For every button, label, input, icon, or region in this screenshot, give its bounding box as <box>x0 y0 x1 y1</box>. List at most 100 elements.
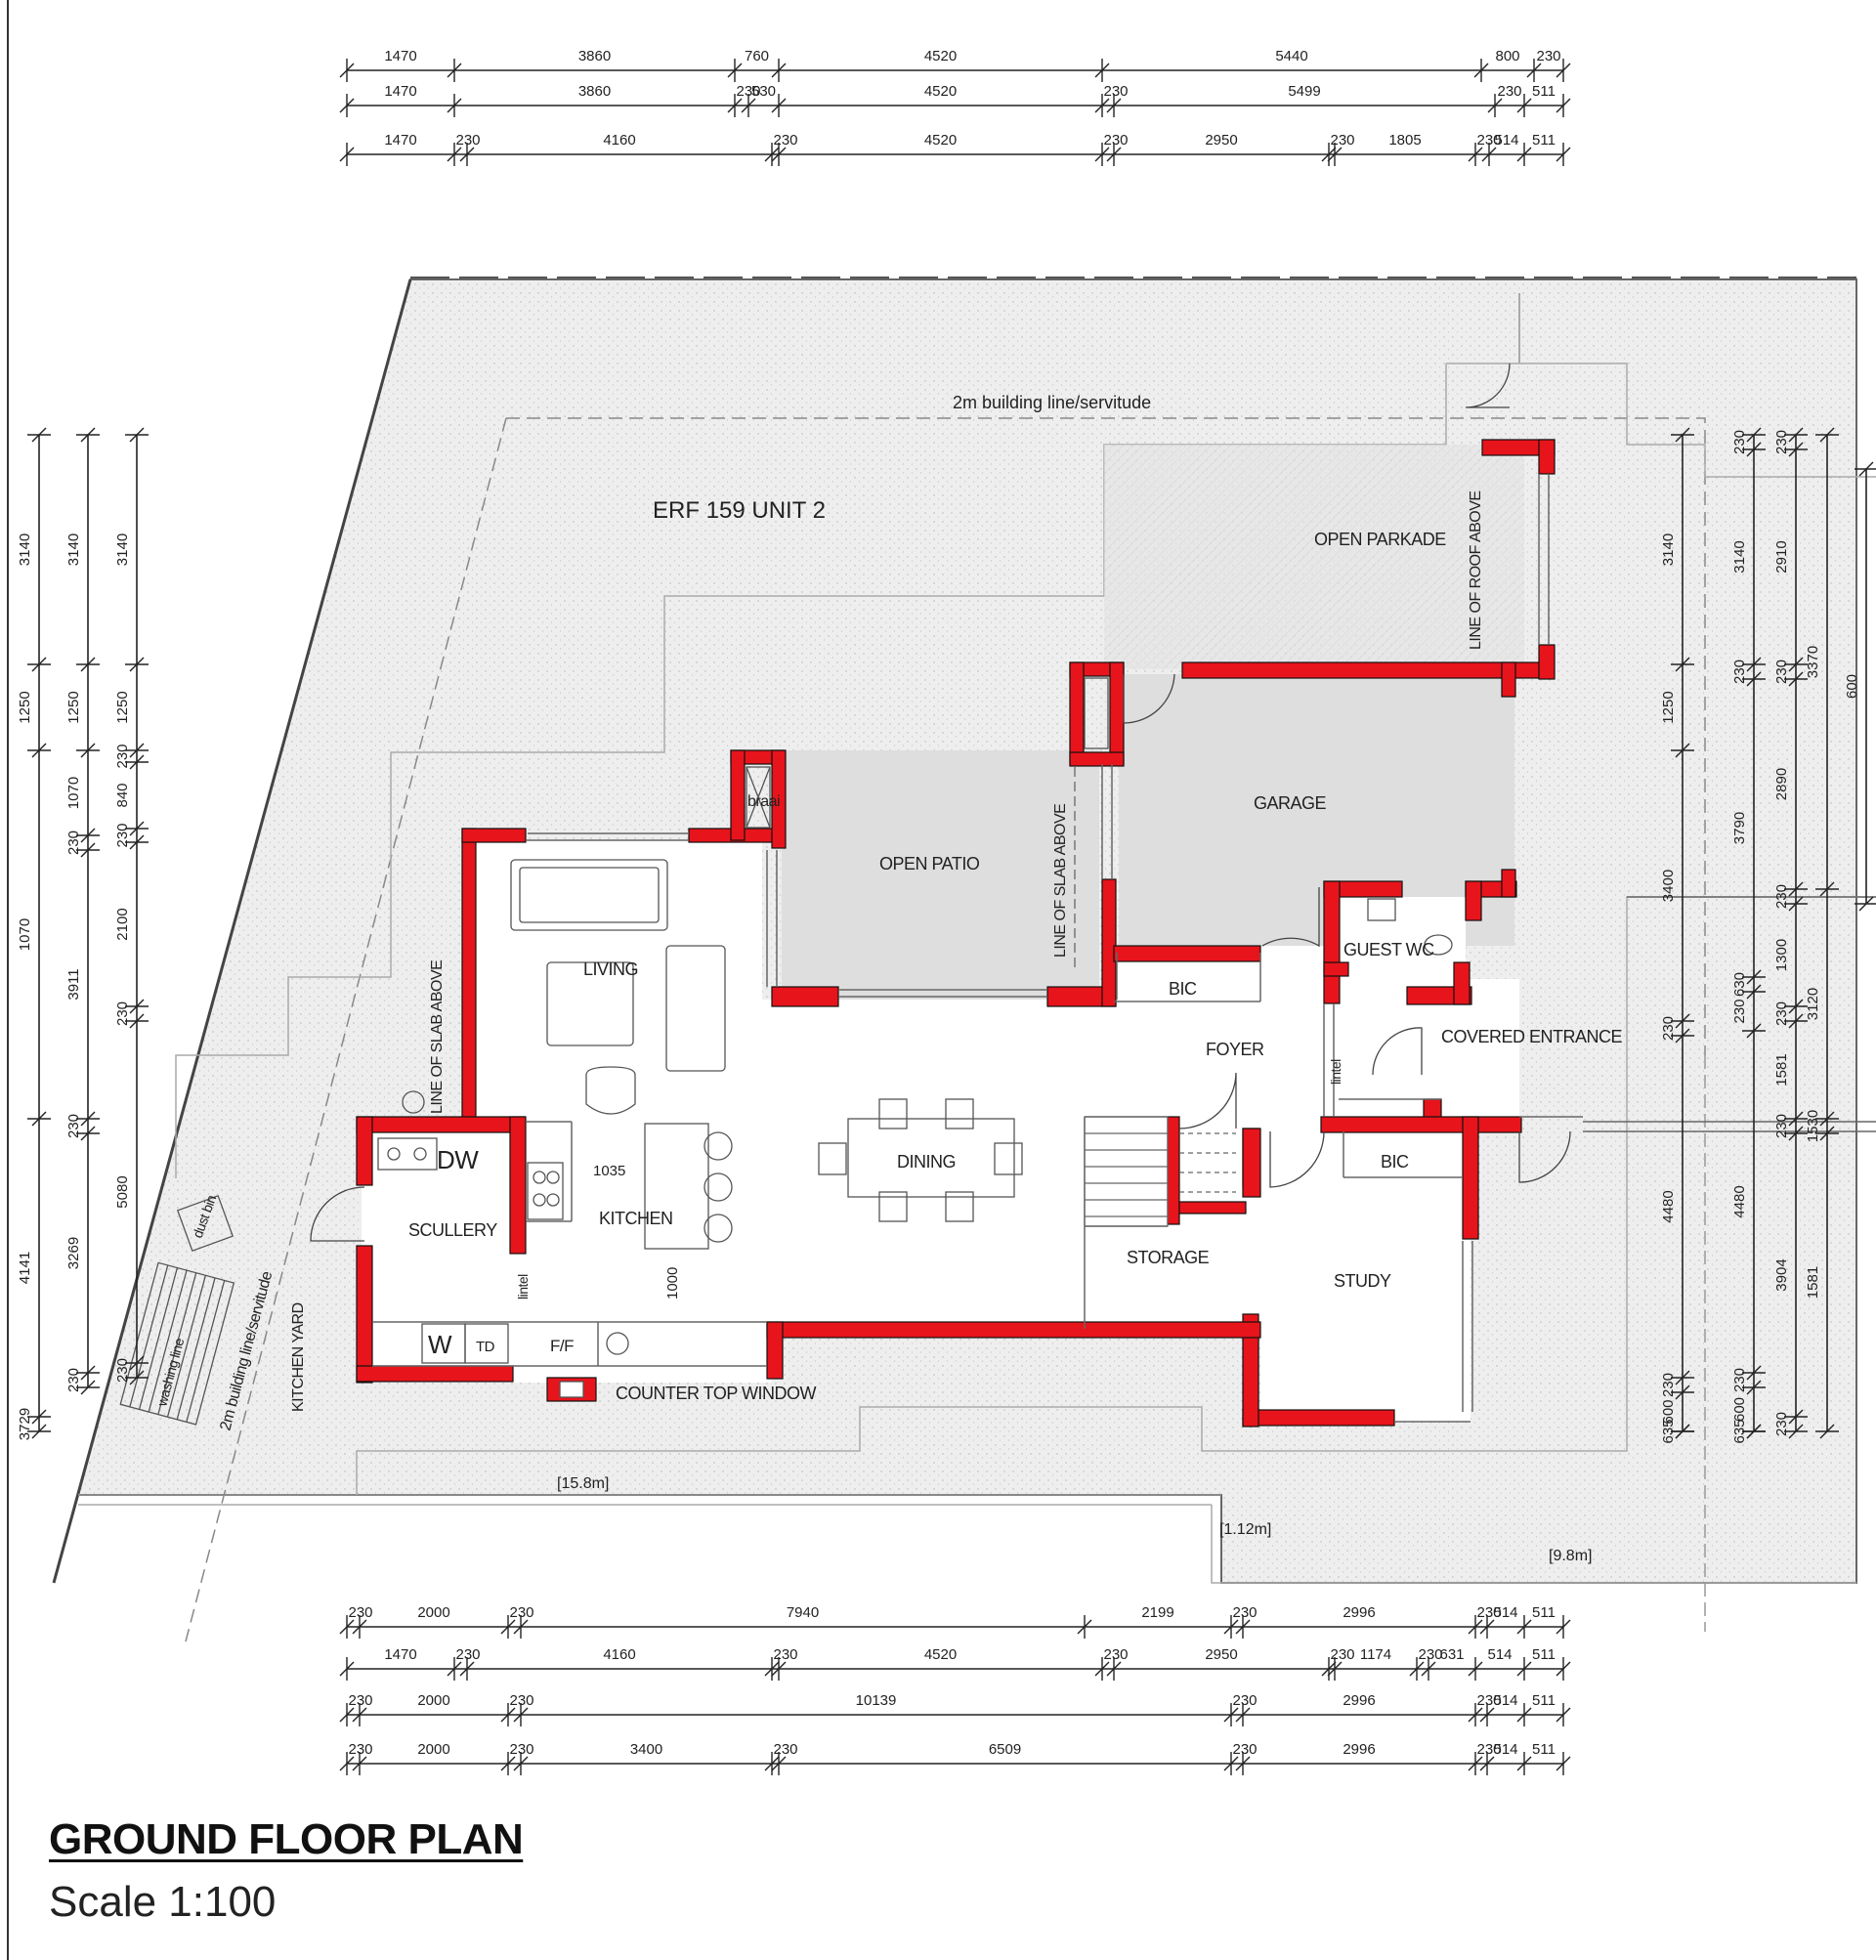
wall-wc-ne <box>1501 869 1516 898</box>
len-right-label: [9.8m] <box>1549 1548 1592 1564</box>
wall-living-north <box>461 828 527 843</box>
bic-top-label: BIC <box>1169 979 1197 999</box>
dim-label-top3-5: 230 <box>1103 132 1128 149</box>
wall-storage-south-link <box>1178 1201 1247 1214</box>
wall-scullery-west-low <box>356 1245 373 1384</box>
couch-right <box>665 945 726 1072</box>
dim-label-top1-3: 4520 <box>924 48 957 64</box>
wall-study-south <box>1242 1409 1395 1427</box>
dim-label-top2-8: 511 <box>1532 83 1556 100</box>
dim-label-bot1-2: 230 <box>509 1604 533 1621</box>
door-garage-foyer <box>1261 887 1320 948</box>
w-label: W <box>428 1330 452 1359</box>
dim-label-bot3-0: 230 <box>348 1692 372 1709</box>
geyser <box>606 1332 629 1355</box>
dim-label-bot4-4: 230 <box>773 1741 797 1758</box>
dim-label-bot4-6: 230 <box>1232 1741 1257 1758</box>
dim-label-right2-0: 230 <box>1731 430 1748 454</box>
wall-garage-nw-side <box>1069 661 1085 766</box>
dim-label-bot3-4: 230 <box>1232 1692 1257 1709</box>
interior-floor <box>362 840 1519 1422</box>
dim-label-left1-1: 1250 <box>17 691 33 723</box>
dw-label: DW <box>437 1145 479 1174</box>
dim-label-right1-5: 230 <box>1660 1373 1677 1397</box>
dim-label-top1-2: 760 <box>745 48 769 64</box>
dim-label-right5-0: 600 <box>1844 674 1860 699</box>
door-scullery <box>310 1186 365 1242</box>
guest-wc-label: GUEST WC <box>1343 940 1434 959</box>
dim-label-left3-2: 230 <box>114 744 131 768</box>
storage-label: STORAGE <box>1127 1248 1210 1267</box>
dim-label-right3-1: 2910 <box>1773 540 1790 573</box>
dining-table <box>847 1118 1015 1198</box>
plan-scale: Scale 1:100 <box>49 1878 277 1926</box>
washing-line-lines <box>119 1261 235 1426</box>
dim-label-bot2-12: 511 <box>1532 1646 1556 1663</box>
dim-label-right3-3: 2890 <box>1773 768 1790 800</box>
dim-label-top2-3: 530 <box>751 83 776 100</box>
dim-label-top2-0: 1470 <box>384 83 416 100</box>
title-block: GROUND FLOOR PLAN Scale 1:100 <box>49 1815 524 1927</box>
dim-label-bot2-1: 230 <box>455 1646 480 1663</box>
kitchen-label: KITCHEN <box>599 1209 673 1228</box>
dim-label-right1-0: 3140 <box>1660 533 1677 566</box>
wc-basin <box>1367 898 1396 921</box>
open-patio-floor <box>782 750 1099 1000</box>
dim-label-top1-4: 5440 <box>1275 48 1307 64</box>
dim-label-left2-1: 1250 <box>65 691 82 723</box>
len-bottom-label: [15.8m] <box>557 1475 609 1492</box>
dim-label-top3-0: 1470 <box>384 132 416 149</box>
wall-living-west <box>461 828 477 1123</box>
dim-label-top3-2: 4160 <box>603 132 635 149</box>
door-study <box>1269 1130 1325 1188</box>
boundary-diagonal <box>52 278 412 1584</box>
dim-label-bot4-9: 514 <box>1493 1741 1517 1758</box>
dim-label-bot2-10: 631 <box>1439 1646 1464 1663</box>
dim-label-left2-5: 230 <box>65 1114 82 1138</box>
plan-title: GROUND FLOOR PLAN <box>49 1815 524 1863</box>
dim-label-right2-3: 3790 <box>1731 812 1748 844</box>
wall-scullery-south <box>356 1365 514 1383</box>
dim-label-left1-0: 3140 <box>17 533 33 566</box>
dim-label-left1-4: 3729 <box>17 1408 33 1440</box>
dim-label-bot3-3: 10139 <box>856 1692 897 1709</box>
lintel-scullery-label: lintel <box>515 1274 531 1300</box>
guest-wc-floor <box>1339 897 1466 990</box>
kitchen-island <box>644 1123 709 1250</box>
dim-label-right4-1: 3120 <box>1805 988 1821 1020</box>
dim-label-bot3-1: 2000 <box>417 1692 449 1709</box>
dim-label-left3-7: 5080 <box>114 1175 131 1208</box>
dim-label-bot3-5: 2996 <box>1343 1692 1375 1709</box>
study-label: STUDY <box>1334 1271 1391 1291</box>
boundary-right-step <box>1211 1505 1856 1584</box>
dim-label-top3-7: 230 <box>1330 132 1354 149</box>
dim-label-bot2-6: 2950 <box>1205 1646 1237 1663</box>
lintel-foyer-label: lintel <box>1328 1059 1343 1085</box>
dim-label-bot4-3: 3400 <box>630 1741 662 1758</box>
wall-kitchen-south <box>766 1321 1261 1339</box>
dim-label-top3-3: 230 <box>773 132 797 149</box>
house-floor <box>362 840 1519 1422</box>
dim-label-bot2-5: 230 <box>1103 1646 1128 1663</box>
wall-parkade-corner <box>1538 644 1556 680</box>
wall-study-north <box>1320 1116 1522 1133</box>
dim-label-bot2-11: 514 <box>1487 1646 1512 1663</box>
dim-label-bot2-0: 1470 <box>384 1646 416 1663</box>
wall-garage-nw-side2 <box>1109 661 1125 766</box>
wall-scullery-east <box>509 1116 527 1255</box>
dim-label-left3-4: 230 <box>114 823 131 847</box>
dim-label-right2-5: 230 <box>1731 999 1748 1023</box>
wall-wc-west-low <box>1323 961 1349 977</box>
open-parkade-label: OPEN PARKADE <box>1314 530 1446 549</box>
dim-label-top3-11: 511 <box>1532 132 1556 149</box>
dim-label-right4-2: 1530 <box>1805 1110 1821 1142</box>
garage-label: GARAGE <box>1254 793 1327 813</box>
dim-label-right2-1: 3140 <box>1731 540 1748 573</box>
dim-label-bot1-3: 7940 <box>787 1604 819 1621</box>
dim-label-right4-0: 3370 <box>1805 646 1821 678</box>
td-label: TD <box>476 1339 495 1355</box>
wall-wc-west <box>1323 880 1341 1004</box>
building-line-left <box>185 417 507 1642</box>
dim-label-top1-6: 230 <box>1536 48 1560 64</box>
wall-study-west <box>1242 1313 1259 1427</box>
